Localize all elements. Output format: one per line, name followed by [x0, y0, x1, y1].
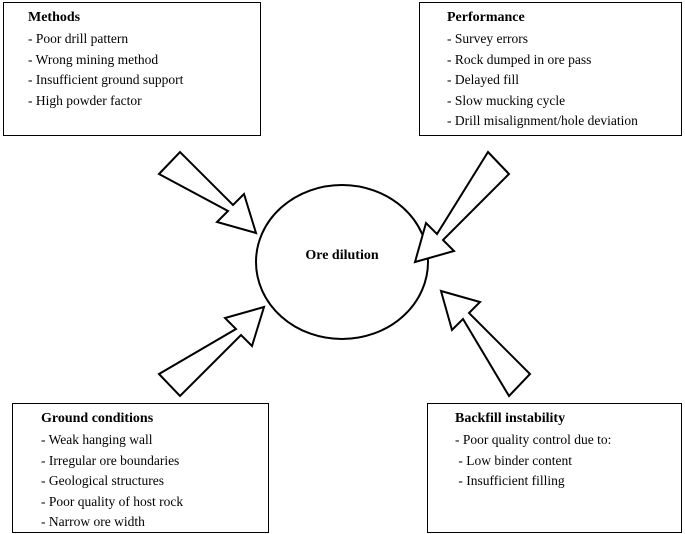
list-item: - Rock dumped in ore pass: [447, 51, 592, 67]
list-item: - Geological structures: [41, 473, 164, 488]
ground-conditions-box: Ground conditions - Weak hanging wall - …: [12, 403, 269, 533]
list-item: - Insufficient ground support: [28, 72, 184, 87]
center-label: Ore dilution: [305, 248, 379, 263]
list-item: - Irregular ore boundaries: [41, 452, 180, 468]
backfill-title: Backfill instability: [455, 411, 566, 426]
methods-box: Methods - Poor drill pattern - Wrong min…: [3, 2, 261, 136]
ground-title: Ground conditions: [41, 411, 154, 426]
backfill-instability-box: Backfill instability - Poor quality cont…: [427, 403, 682, 533]
list-item: - Weak hanging wall: [41, 432, 153, 447]
performance-list: - Survey errors - Rock dumped in ore pas…: [447, 29, 681, 132]
arrow-from-backfill: [439, 289, 532, 398]
backfill-list: - Poor quality control due to: - Low bin…: [455, 430, 681, 492]
list-item: - Poor drill pattern: [28, 31, 129, 46]
performance-title: Performance: [447, 10, 525, 25]
performance-box: Performance - Survey errors - Rock dumpe…: [419, 2, 682, 136]
ground-list: - Weak hanging wall - Irregular ore boun…: [41, 430, 268, 533]
list-item: - Poor quality control due to:: [455, 432, 612, 447]
list-item: - Poor quality of host rock: [41, 493, 184, 509]
list-item: - Insufficient filling: [455, 473, 565, 488]
list-item: - Delayed fill: [447, 72, 519, 87]
list-item: - Survey errors: [447, 31, 528, 46]
list-item: - Wrong mining method: [28, 51, 159, 67]
methods-title: Methods: [28, 10, 81, 25]
methods-list: - Poor drill pattern - Wrong mining meth…: [28, 29, 260, 111]
arrow-from-performance: [413, 150, 511, 264]
list-item: - Drill misalignment/hole deviation: [447, 113, 638, 128]
list-item: - Low binder content: [455, 452, 572, 468]
list-item: - Slow mucking cycle: [447, 92, 566, 108]
center-ellipse: [255, 184, 429, 340]
arrow-from-methods: [157, 150, 258, 235]
list-item: - Narrow ore width: [41, 514, 145, 529]
list-item: - High powder factor: [28, 92, 142, 108]
arrow-from-ground: [157, 305, 266, 398]
